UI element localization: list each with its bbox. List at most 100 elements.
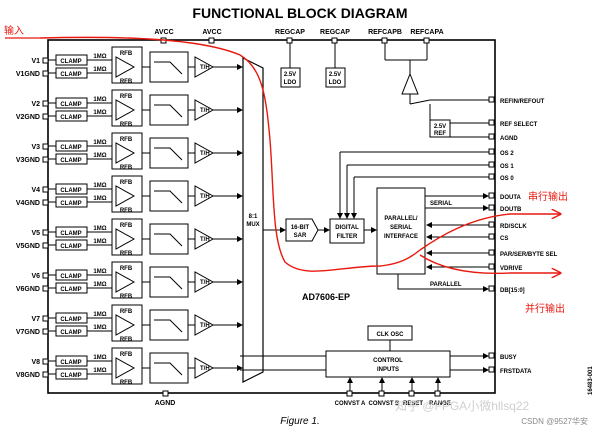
channel-gnd-pin-label: V8GND [16, 372, 40, 379]
clamp-label: CLAMP [60, 231, 81, 237]
resistor-label: 1MΩ [93, 54, 106, 60]
resistor-label: 1MΩ [93, 226, 106, 232]
track-hold-label: T/H [200, 280, 210, 286]
track-hold-label: T/H [200, 65, 210, 71]
right-pin-label: AGND [500, 136, 518, 142]
interface-line3: INTERFACE [384, 234, 418, 240]
resistor-label: 1MΩ [93, 239, 106, 245]
clamp-block [55, 196, 88, 208]
lowpass-symbol [154, 147, 183, 161]
rfb-label: RFB [120, 122, 133, 128]
bottom-pin-convst-a: CONVST A [335, 401, 366, 407]
ref-line1: 2.5V [434, 124, 446, 130]
avcc-pin-1: AVCC [154, 29, 173, 36]
serial-output-annotation: 串行输出 [528, 190, 568, 203]
opamp-symbol [115, 56, 136, 78]
clamp-block [55, 110, 88, 122]
sar-block [285, 218, 319, 242]
resistor-label: 1MΩ [93, 97, 106, 103]
clamp-block [55, 239, 88, 251]
clamp-block [55, 282, 88, 294]
track-hold-label: T/H [200, 323, 210, 329]
ldo-blocks: 2.5V LDO 2.5V LDO [280, 67, 346, 88]
right-pin-label: REFIN/REFOUT [500, 99, 545, 105]
figure-caption: Figure 1. [280, 416, 319, 427]
clamp-label: CLAMP [60, 158, 81, 164]
sar-line1: 16-BIT [291, 225, 310, 231]
resistor-label: 1MΩ [93, 269, 106, 275]
ref-line2: REF [434, 131, 446, 137]
clamp-block [55, 226, 88, 238]
opamp-symbol [115, 228, 136, 250]
opamp-symbol [115, 357, 136, 379]
control-line2: INPUTS [377, 367, 399, 373]
resistor-label: 1MΩ [93, 183, 106, 189]
input-annotation: 输入 [4, 24, 24, 37]
channel-gnd-pin [42, 199, 49, 206]
bottom-pin-agnd: AGND [155, 400, 176, 407]
channel-pos-pin-label: V6 [31, 273, 40, 280]
channel-gnd-pin [42, 70, 49, 77]
channel-pos-pin-label: V8 [31, 359, 40, 366]
ldo-2-line2: LDO [329, 80, 342, 86]
lowpass-symbol [154, 104, 183, 118]
filter-block [149, 352, 189, 384]
track-hold-label: T/H [200, 151, 210, 157]
clamp-label: CLAMP [60, 188, 81, 194]
right-pin-box [488, 366, 495, 373]
channel-pos-pin [42, 229, 49, 236]
mux-line1: 8:1 [249, 214, 258, 220]
track-hold-label: T/H [200, 194, 210, 200]
channel-gnd-pin [42, 285, 49, 292]
clamp-block [55, 368, 88, 380]
interface-block [376, 187, 426, 275]
opamp-symbol [115, 99, 136, 121]
doc-id: 16483-001 [588, 366, 594, 395]
channel-gnd-pin-label: V7GND [16, 329, 40, 336]
clamp-label: CLAMP [60, 59, 81, 65]
clamp-block [55, 97, 88, 109]
resistor-label: 1MΩ [93, 355, 106, 361]
right-pin-box [488, 263, 495, 270]
control-line1: CONTROL [373, 358, 403, 364]
channel-pos-pin [42, 315, 49, 322]
clamp-block [55, 312, 88, 324]
channel-gnd-pin [42, 113, 49, 120]
resistor-label: 1MΩ [93, 140, 106, 146]
channel-pos-pin [42, 100, 49, 107]
clamp-label: CLAMP [60, 145, 81, 151]
clamp-label: CLAMP [60, 115, 81, 121]
clamp-label: CLAMP [60, 201, 81, 207]
channel-pos-pin [42, 272, 49, 279]
mux-block [242, 57, 264, 383]
interface-io-lines [397, 193, 490, 292]
clamp-block [55, 153, 88, 165]
right-pin-label: OS 1 [500, 164, 514, 170]
right-pin-label: CS [500, 236, 508, 242]
right-pin-label: OS 0 [500, 176, 514, 182]
opamp-symbol [115, 142, 136, 164]
interface-line1: PARALLEL/ [384, 216, 418, 222]
reference-block [401, 60, 490, 138]
right-pin-box [488, 133, 495, 140]
right-pin-label: REF SELECT [500, 122, 538, 128]
clamp-label: CLAMP [60, 287, 81, 293]
track-hold-label: T/H [200, 366, 210, 372]
channel-gnd-pin-label: V5GND [16, 243, 40, 250]
channel-pos-pin [42, 143, 49, 150]
rfb-label: RFB [120, 79, 133, 85]
ldo-2-line1: 2.5V [329, 72, 341, 78]
zhihu-watermark: 知乎 @FPGA小微hllsq22 [395, 399, 530, 413]
rfb-label: RFB [120, 51, 133, 57]
ldo-1-line1: 2.5V [284, 72, 296, 78]
track-hold-symbol [194, 271, 215, 293]
rfb-label: RFB [120, 337, 133, 343]
track-hold-symbol [194, 99, 215, 121]
rfb-label: RFB [120, 94, 133, 100]
